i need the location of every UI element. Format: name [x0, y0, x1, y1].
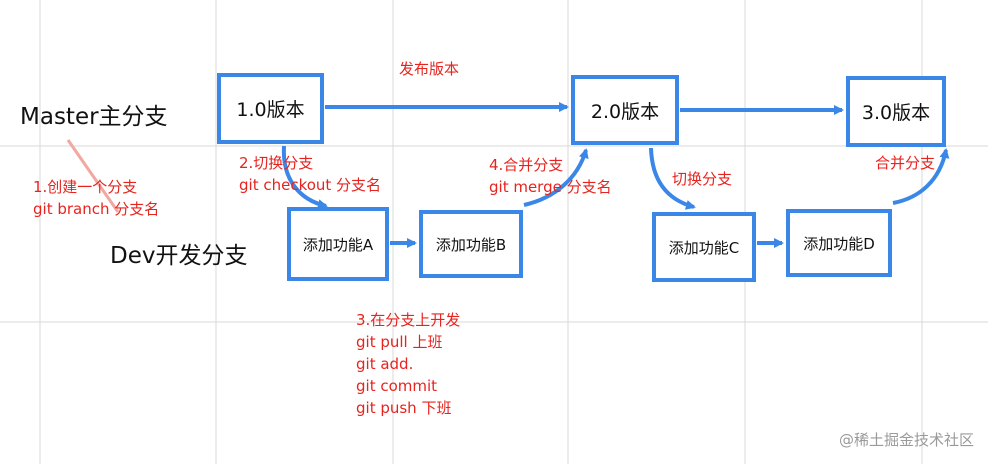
- pointer-stroke: [66, 139, 120, 213]
- box-label: 添加功能A: [302, 235, 374, 254]
- master-branch-label: Master主分支: [20, 104, 168, 130]
- dev-branch-label: Dev开发分支: [110, 243, 248, 269]
- arrow-switch-to-dev-c: [649, 147, 696, 210]
- box-label: 2.0版本: [590, 100, 660, 123]
- dev-feature-c-box: 添加功能C: [652, 212, 756, 282]
- note-line: 2.切换分支: [239, 154, 314, 172]
- master-version-2-box: 2.0版本: [571, 75, 679, 145]
- note-merge-short: 合并分支: [875, 154, 936, 172]
- master-version-3-box: 3.0版本: [846, 76, 946, 147]
- note-switch-branch: 2.切换分支 git checkout 分支名: [239, 152, 381, 196]
- box-label: 3.0版本: [861, 102, 931, 124]
- connection-arrows: [281, 102, 950, 248]
- box-label: 添加功能B: [435, 235, 507, 254]
- note-publish: 发布版本: [399, 60, 460, 78]
- arrow-switch-to-dev: [281, 145, 328, 210]
- box-label: 添加功能D: [803, 234, 875, 253]
- dev-feature-a-box: 添加功能A: [287, 207, 389, 281]
- dev-feature-d-box: 添加功能D: [786, 209, 892, 277]
- note-merge-branch: 4.合并分支 git merge 分支名: [489, 154, 612, 198]
- note-line: git merge 分支名: [489, 178, 612, 196]
- note-line: 3.在分支上开发: [356, 311, 461, 329]
- note-line: git add.: [356, 355, 414, 373]
- dev-feature-b-box: 添加功能B: [419, 210, 523, 278]
- box-label: 添加功能C: [668, 238, 740, 257]
- note-line: git pull 上班: [356, 333, 443, 351]
- note-line: git branch 分支名: [33, 200, 160, 218]
- note-switch-short: 切换分支: [672, 170, 733, 188]
- arrow-merge-to-master: [523, 148, 589, 207]
- master-version-1-box: 1.0版本: [217, 73, 324, 144]
- note-create-branch: 1.创建一个分支 git branch 分支名: [33, 176, 159, 220]
- note-line: git checkout 分支名: [239, 176, 382, 194]
- note-line: git push 下班: [356, 399, 452, 417]
- note-line: 4.合并分支: [489, 156, 564, 174]
- arrow-merge-to-master-3: [892, 148, 950, 205]
- watermark: @稀土掘金技术社区: [838, 431, 974, 449]
- note-line: git commit: [356, 377, 438, 395]
- note-line: 1.创建一个分支: [33, 178, 138, 196]
- box-label: 1.0版本: [236, 99, 305, 121]
- note-develop: 3.在分支上开发 git pull 上班 git add. git commit…: [356, 309, 460, 419]
